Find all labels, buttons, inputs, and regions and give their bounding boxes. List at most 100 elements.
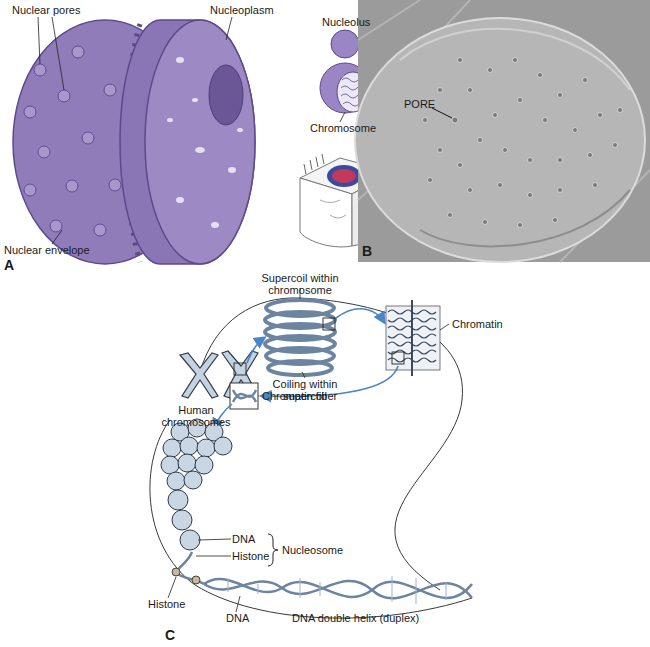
leader-line	[226, 17, 232, 40]
pore-dot	[483, 220, 488, 225]
nucleoplasm-dot	[176, 197, 184, 203]
pore-dot	[583, 78, 588, 83]
part-label: DNA	[226, 612, 249, 624]
chromatin-fiber-inset	[230, 383, 258, 409]
zoom-arrow	[247, 338, 264, 363]
membrane-ridge	[420, 190, 630, 246]
part-label: Nucleoplasm	[210, 4, 274, 16]
cell-front	[300, 178, 352, 247]
supercoil-turn	[268, 361, 332, 375]
pore-dot	[538, 73, 543, 78]
outline-curve	[150, 420, 472, 618]
cell-nucleus-rim	[327, 165, 361, 187]
base-pair-rungs	[228, 576, 446, 604]
pore-dot	[593, 183, 598, 188]
pore-dot	[528, 193, 533, 198]
leader-line	[302, 372, 305, 378]
pore-dot	[513, 58, 518, 63]
leader-line	[198, 539, 231, 540]
pore-dot	[498, 183, 503, 188]
pore-dot	[458, 58, 463, 63]
nuclear-pore	[24, 106, 36, 118]
nuclear-pore	[72, 46, 84, 58]
membrane-ridge	[400, 29, 630, 90]
zoom-arrow	[336, 309, 384, 322]
leader-lines-a	[38, 17, 345, 244]
nucleoplasm-dot	[195, 147, 205, 153]
pore-dot	[618, 108, 623, 113]
pore-dot	[438, 88, 443, 93]
leader-lines-c	[168, 288, 449, 612]
leader-line	[340, 112, 345, 122]
nucleosome-bead	[197, 439, 215, 457]
pore-dot	[468, 188, 473, 193]
part-label: DNA double helix (duplex)	[292, 612, 419, 624]
pore-dot	[558, 158, 563, 163]
part-label: Chromosome	[310, 122, 376, 134]
nuclear-pore	[82, 132, 94, 144]
part-label: Histone	[148, 598, 185, 610]
nucleosome-bead	[195, 456, 213, 474]
nucleolus-cavity	[209, 65, 243, 125]
histone-bead	[192, 576, 200, 584]
panel-letter: B	[362, 244, 372, 259]
micrograph	[355, 0, 650, 262]
part-label: Nucleolus	[322, 16, 370, 28]
nucleoplasm-body	[120, 20, 255, 264]
leader-line	[168, 577, 176, 598]
leader-line	[440, 324, 449, 330]
zoom-box	[234, 363, 246, 375]
pore-dot	[493, 113, 498, 118]
nucleolus-sphere	[331, 30, 359, 58]
leader-line	[236, 596, 240, 612]
part-label: DNA	[232, 533, 255, 545]
nuclear-pore	[50, 220, 62, 232]
part-label: Histone	[232, 550, 269, 562]
pore-dot	[448, 213, 453, 218]
part-label: Supercoil within chromosome	[250, 272, 350, 296]
nucleoplasm-dot	[176, 57, 184, 63]
pore-dot	[573, 128, 578, 133]
leader-line	[52, 230, 62, 244]
linker-dna	[176, 552, 204, 584]
leader-line	[196, 556, 231, 557]
nucleoplasm-face	[145, 20, 255, 264]
fiber-strand	[233, 390, 256, 402]
part-label: Human chromosomes	[160, 404, 232, 428]
nuclear-pore	[58, 90, 70, 102]
dna-double-helix	[204, 576, 472, 604]
helix-strand	[204, 581, 472, 598]
nucleoplasm-dots	[167, 57, 243, 228]
panel-letter: C	[165, 628, 175, 643]
pore-dot	[423, 118, 428, 123]
nucleosome-bead	[180, 437, 198, 455]
pore-dot	[452, 117, 458, 123]
nuclear-pore	[38, 146, 50, 158]
pore-dot	[558, 93, 563, 98]
nucleoplasm-dot	[228, 167, 236, 173]
nuclear-pore	[24, 184, 36, 196]
nuclear-pore	[109, 179, 121, 191]
panel-letter: A	[4, 258, 14, 273]
pore-dot	[613, 143, 618, 148]
nucleoplasm-dot	[237, 128, 243, 132]
nucleosome-bead	[163, 439, 181, 457]
nucleosome-bead	[172, 510, 192, 530]
zoom-box	[323, 318, 335, 330]
nuclear-pore	[34, 64, 46, 76]
pore-dot	[598, 113, 603, 118]
cell-nucleus	[332, 169, 356, 183]
nucleosome-bead	[180, 530, 200, 550]
nuclear-pore	[66, 180, 78, 192]
pore-dot	[553, 218, 558, 223]
part-label: Chromatin fiber	[262, 390, 337, 402]
helix-strand	[204, 579, 472, 598]
pore-dot	[543, 118, 548, 123]
leader-line	[38, 17, 40, 64]
nucleosome-bead	[161, 456, 179, 474]
pore-dot	[528, 158, 533, 163]
chromatin-axis	[411, 300, 413, 376]
pore-dot	[588, 153, 593, 158]
